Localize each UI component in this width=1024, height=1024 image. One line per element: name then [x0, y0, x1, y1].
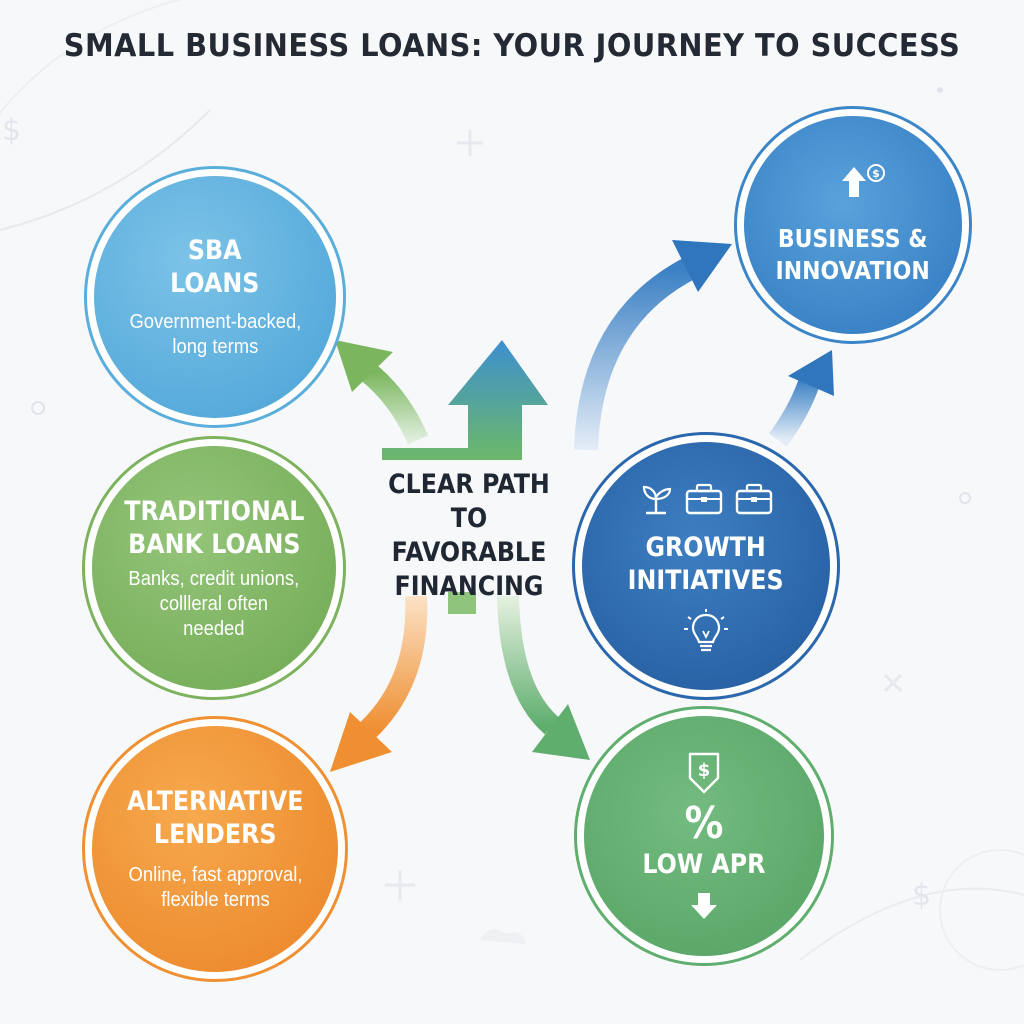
alternative-lenders-subtitle: Online, fast approval, flexible terms	[128, 864, 302, 911]
lightbulb-icon	[684, 609, 728, 652]
alternative-lenders-circle: ALTERNATIVE LENDERS Online, fast approva…	[92, 726, 338, 972]
svg-text:$: $	[872, 167, 880, 180]
low-apr-circle: $ % LOW APR	[584, 716, 824, 956]
briefcase-icon	[685, 483, 723, 515]
business-innovation-circle: $ BUSINESS & INNOVATION	[744, 116, 962, 334]
svg-text:$: $	[698, 760, 711, 781]
sba-loans-circle: SBA LOANS Government-backed, long terms	[94, 176, 336, 418]
sba-loans-subtitle: Government-backed, long terms	[129, 311, 301, 358]
growth-initiatives-title: GROWTH INITIATIVES	[628, 532, 784, 596]
up-arrow-icon: $	[842, 164, 885, 197]
business-innovation-title: BUSINESS & INNOVATION	[775, 224, 931, 285]
growth-initiatives-circle: GROWTH INITIATIVES	[582, 442, 830, 690]
down-arrow-icon	[691, 892, 717, 919]
sba-loans-title: SBA LOANS	[170, 235, 260, 299]
arrow-to-apr	[497, 595, 590, 760]
dollar-coin-icon: $	[867, 164, 885, 182]
traditional-bank-loans-circle: TRADITIONAL BANK LOANS Banks, credit uni…	[92, 446, 336, 690]
arrow-to-alternative	[330, 595, 428, 772]
arrow-up-center	[382, 340, 548, 460]
traditional-bank-loans-subtitle: Banks, credit unions, collleral often ne…	[128, 567, 300, 640]
arrow-growth-to-business	[769, 350, 834, 447]
low-apr-title: LOW APR	[642, 848, 766, 880]
arrow-to-business	[574, 240, 732, 451]
alternative-lenders-title: ALTERNATIVE LENDERS	[126, 786, 304, 850]
center-label: CLEAR PATH TO FAVORABLE FINANCING	[388, 469, 550, 602]
center-down-stub	[448, 592, 476, 614]
briefcase-icon	[735, 483, 773, 515]
low-apr-percent-symbol: %	[684, 797, 724, 849]
page-title: SMALL BUSINESS LOANS: YOUR JOURNEY TO SU…	[63, 28, 961, 64]
growth-icons	[638, 483, 774, 515]
sprout-icon	[642, 485, 672, 515]
arrow-to-sba	[335, 340, 429, 445]
dollar-down-icon: $	[688, 752, 720, 793]
traditional-bank-loans-title: TRADITIONAL BANK LOANS	[123, 495, 305, 560]
